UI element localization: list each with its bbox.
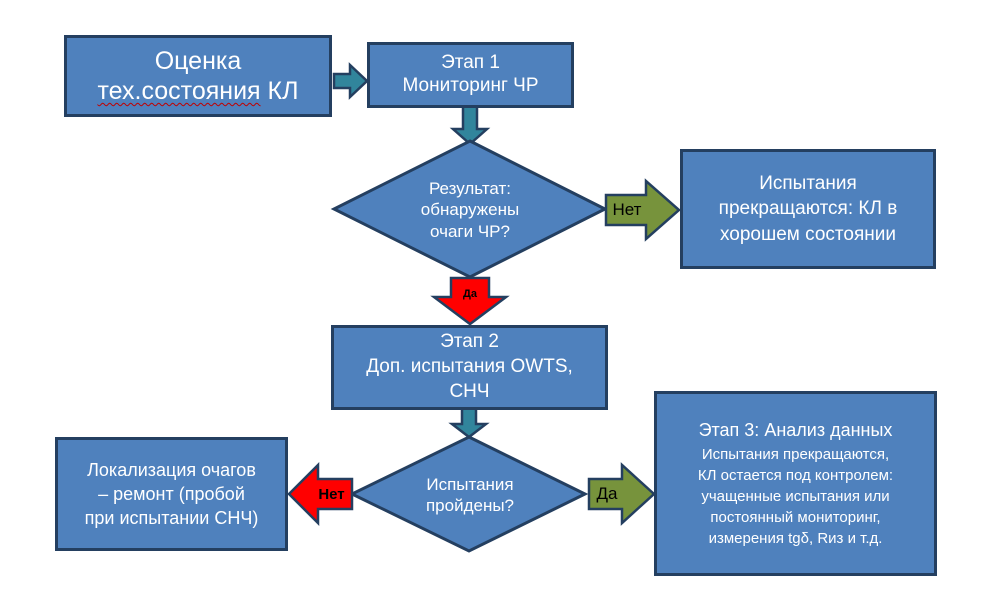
repair-box: Локализация очагов – ремонт (пробой при … xyxy=(55,437,288,551)
start-box: Оценка тех.состояния КЛ xyxy=(64,35,332,117)
stage3-line5: измерения tgδ, Rиз и т.д. xyxy=(708,529,883,547)
repair-line2: – ремонт (пробой xyxy=(98,483,245,504)
stage3-line3: учащенные испытания или xyxy=(701,487,890,505)
stage3-line4: постоянный мониторинг, xyxy=(710,508,881,526)
stage3-line1: Испытания прекращаются, xyxy=(701,445,890,463)
stage3-title: Этап 3: Анализ данных xyxy=(698,420,893,441)
arrow-decision1-yes xyxy=(430,276,510,326)
decision1-line1: Результат: xyxy=(428,179,512,199)
good-state-line2: прекращаются: КЛ в xyxy=(718,198,898,220)
start-line2-rest: КЛ xyxy=(260,77,299,105)
stage1-box: Этап 1 Мониторинг ЧР xyxy=(367,42,574,108)
decision1-no-label: Нет xyxy=(612,200,642,219)
good-state-line1: Испытания xyxy=(759,172,857,194)
decision1-line3: очаги ЧР? xyxy=(430,221,510,241)
stage3-line2: КЛ остается под контролем: xyxy=(697,466,894,484)
start-line1: Оценка xyxy=(154,47,242,75)
decision2-diamond xyxy=(348,435,589,553)
decision2-line2: пройдены? xyxy=(425,496,515,515)
stage2-title: Этап 2 xyxy=(440,331,499,353)
decision2-line1: Испытания xyxy=(426,474,514,494)
stage1-subtitle: Мониторинг ЧР xyxy=(402,75,539,96)
decision1-text: Результат: обнаружены очаги ЧР? xyxy=(385,168,555,252)
arrow-decision2-yes xyxy=(587,462,656,526)
decision2-yes-label: Да xyxy=(596,484,618,503)
start-line2-misspelled: тех.состояния xyxy=(97,77,261,105)
stage3-box: Этап 3: Анализ данных Испытания прекраща… xyxy=(654,391,937,576)
good-state-line3: хорошем состоянии xyxy=(720,223,896,245)
arrow-start-to-stage1 xyxy=(332,62,369,100)
repair-line1: Локализация очагов xyxy=(87,459,256,480)
start-line2: тех.состояния КЛ xyxy=(98,76,299,106)
decision2-no-label: Нет xyxy=(318,485,345,503)
stage1-title: Этап 1 xyxy=(441,52,500,74)
repair-line3: при испытании СНЧ) xyxy=(84,508,259,529)
stage2-box: Этап 2 Доп. испытания OWTS, СНЧ xyxy=(331,325,608,410)
decision2-text: Испытания пройдены? xyxy=(400,470,540,520)
arrow-decision2-no xyxy=(287,461,354,527)
good-state-box: Испытания прекращаются: КЛ в хорошем сос… xyxy=(680,149,936,269)
decision1-line2: обнаружены xyxy=(420,200,520,220)
arrow-stage1-to-decision1 xyxy=(449,104,491,146)
decision1-yes-label: Да xyxy=(463,288,477,300)
stage2-line2: Доп. испытания OWTS, xyxy=(366,356,573,378)
stage2-line3: СНЧ xyxy=(449,380,490,402)
arrow-decision1-no xyxy=(604,178,681,242)
